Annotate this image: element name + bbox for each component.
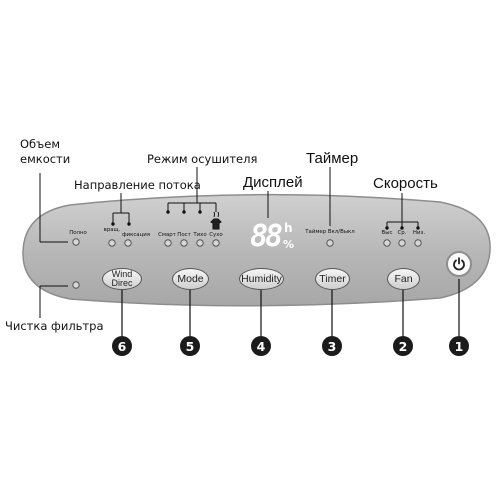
caption-mode-quiet: Тихо bbox=[193, 232, 207, 238]
label-airflow: Направление потока bbox=[74, 178, 201, 192]
dot-mode-2 bbox=[182, 210, 186, 214]
label-speed: Скорость bbox=[373, 175, 438, 192]
caption-mode-const: Пост bbox=[177, 232, 191, 238]
led-timer bbox=[326, 239, 334, 247]
timer-button[interactable]: Timer bbox=[315, 268, 350, 290]
led-fixed bbox=[124, 239, 132, 247]
callout-number-1: 1 bbox=[449, 336, 469, 356]
wind-direction-label-2: Direc bbox=[111, 278, 133, 288]
callout-number-4: 4 bbox=[251, 336, 271, 356]
caption-fixed: фиксация bbox=[121, 232, 151, 238]
led-full bbox=[72, 238, 80, 246]
caption-full: Полно bbox=[69, 230, 87, 236]
clothes-dry-icon bbox=[210, 211, 222, 230]
dot-speed-2 bbox=[400, 226, 404, 230]
label-filter: Чистка фильтра bbox=[5, 319, 104, 333]
caption-speed-mid: Ср. bbox=[397, 230, 407, 236]
led-high bbox=[383, 239, 391, 247]
led-swing bbox=[108, 239, 116, 247]
dot-mode-1 bbox=[166, 210, 170, 214]
label-timer: Таймер bbox=[306, 150, 359, 167]
led-low bbox=[414, 239, 422, 247]
dot-fixed bbox=[127, 222, 131, 226]
fan-button[interactable]: Fan bbox=[387, 268, 420, 290]
wind-direction-label-1: Wind bbox=[111, 269, 133, 279]
caption-speed-high: Выс bbox=[381, 230, 393, 236]
mode-button[interactable]: Mode bbox=[172, 268, 209, 290]
led-const bbox=[180, 239, 188, 247]
display-digits: 88 bbox=[250, 219, 283, 254]
display-unit-percent: % bbox=[283, 238, 295, 251]
callout-number-3: 3 bbox=[322, 336, 342, 356]
label-capacity: Объем емкости bbox=[20, 137, 71, 166]
power-button[interactable] bbox=[446, 251, 472, 277]
dot-speed-1 bbox=[385, 226, 389, 230]
dot-speed-3 bbox=[416, 226, 420, 230]
callout-number-6: 6 bbox=[112, 336, 132, 356]
caption-mode-dry: Сухо bbox=[209, 232, 223, 238]
dot-mode-3 bbox=[198, 210, 202, 214]
caption-mode-smart: Смарт bbox=[158, 232, 176, 238]
power-icon bbox=[453, 257, 465, 271]
label-display: Дисплей bbox=[243, 174, 303, 191]
label-mode: Режим осушителя bbox=[147, 152, 258, 166]
led-dry bbox=[212, 239, 220, 247]
led-smart bbox=[164, 239, 172, 247]
caption-swing: вращ. bbox=[103, 227, 121, 233]
callout-number-5: 5 bbox=[180, 336, 200, 356]
caption-speed-low: Низ. bbox=[412, 230, 426, 236]
callout-number-2: 2 bbox=[393, 336, 413, 356]
led-filter bbox=[72, 281, 80, 289]
dot-swing bbox=[111, 222, 115, 226]
indicator-leds bbox=[72, 238, 422, 289]
led-mid bbox=[398, 239, 406, 247]
wind-direction-button[interactable]: Wind Direc bbox=[102, 268, 142, 290]
led-quiet bbox=[196, 239, 204, 247]
humidity-button[interactable]: Humidity bbox=[239, 268, 284, 290]
caption-timer-onoff: Таймер Вкл/Выкл bbox=[305, 229, 355, 235]
display-unit-h: h bbox=[284, 221, 293, 235]
